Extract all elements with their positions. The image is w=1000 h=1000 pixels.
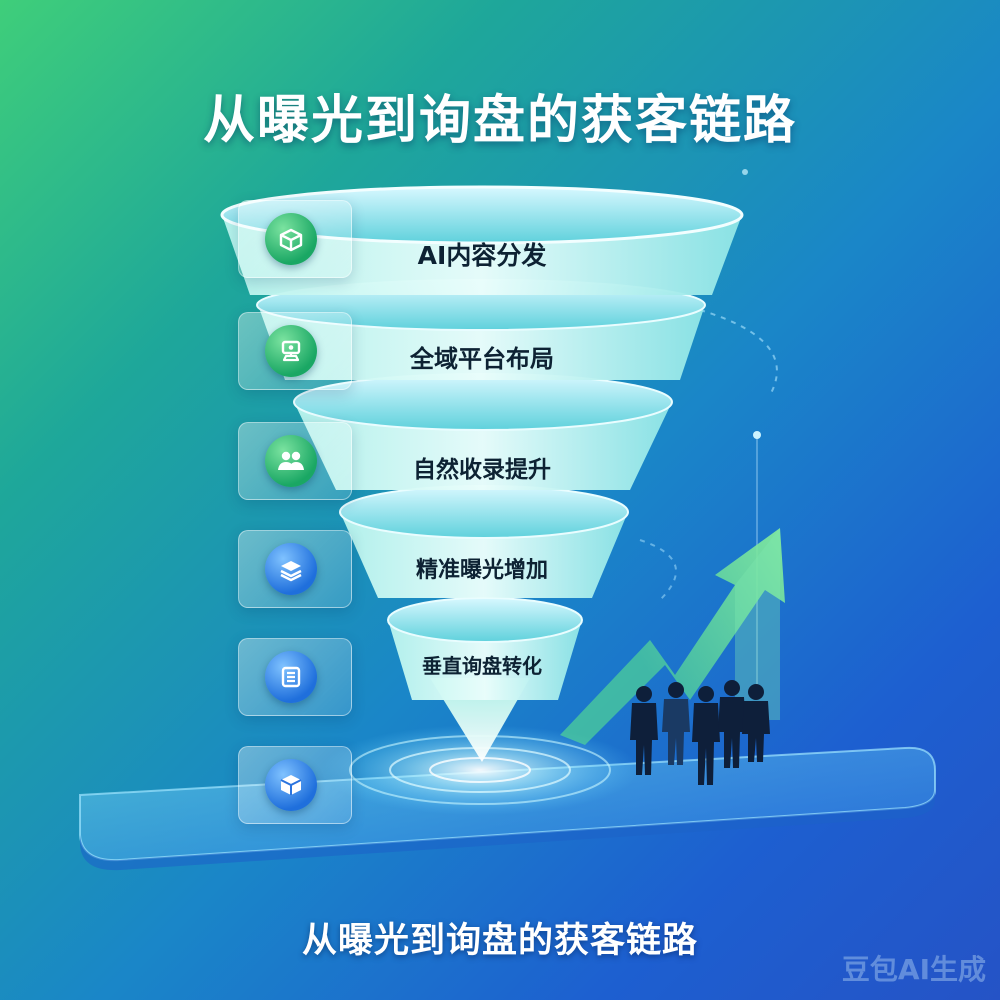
cube-icon xyxy=(265,759,317,811)
monitor-user-icon xyxy=(265,325,317,377)
person-silhouette xyxy=(662,682,690,765)
person-silhouette xyxy=(692,686,720,785)
funnel-rim xyxy=(220,185,744,245)
layer-icon-card xyxy=(238,422,352,500)
page-title: 从曝光到询盘的获客链路 xyxy=(202,91,797,151)
funnel-layer-label: AI内容分发 xyxy=(417,241,547,270)
funnel-layer-label: 全域平台布局 xyxy=(410,345,554,373)
funnel-layer-label: 垂直询盘转化 xyxy=(422,654,542,678)
growth-arrow-back xyxy=(735,528,780,720)
person-silhouette xyxy=(742,684,770,762)
people-group xyxy=(630,680,770,785)
platform-edge xyxy=(80,790,935,871)
layer-icon-card xyxy=(238,200,352,278)
glow-spot xyxy=(320,725,640,815)
watermark: 豆包AI生成 xyxy=(841,953,986,986)
orbit-arc xyxy=(639,539,677,601)
light-dot xyxy=(742,169,748,175)
light-dot xyxy=(753,431,761,439)
person-silhouette xyxy=(630,686,658,775)
orbit-arc xyxy=(699,309,778,396)
users-icon xyxy=(265,435,317,487)
caption: 从曝光到询盘的获客链路 xyxy=(301,921,698,961)
layer-icon-card xyxy=(238,312,352,390)
layer-icon-card xyxy=(238,638,352,716)
funnel-rim xyxy=(339,485,629,539)
layers-icon xyxy=(265,543,317,595)
document-list-icon xyxy=(265,651,317,703)
layer-icon-card xyxy=(238,530,352,608)
funnel-layer-label: 自然收录提升 xyxy=(413,457,551,483)
layer-icon-card xyxy=(238,746,352,824)
person-silhouette xyxy=(718,680,746,768)
funnel-layer-label: 精准曝光增加 xyxy=(415,558,548,583)
box-icon xyxy=(265,213,317,265)
growth-arrow xyxy=(560,528,785,745)
funnel-rim xyxy=(387,597,583,643)
